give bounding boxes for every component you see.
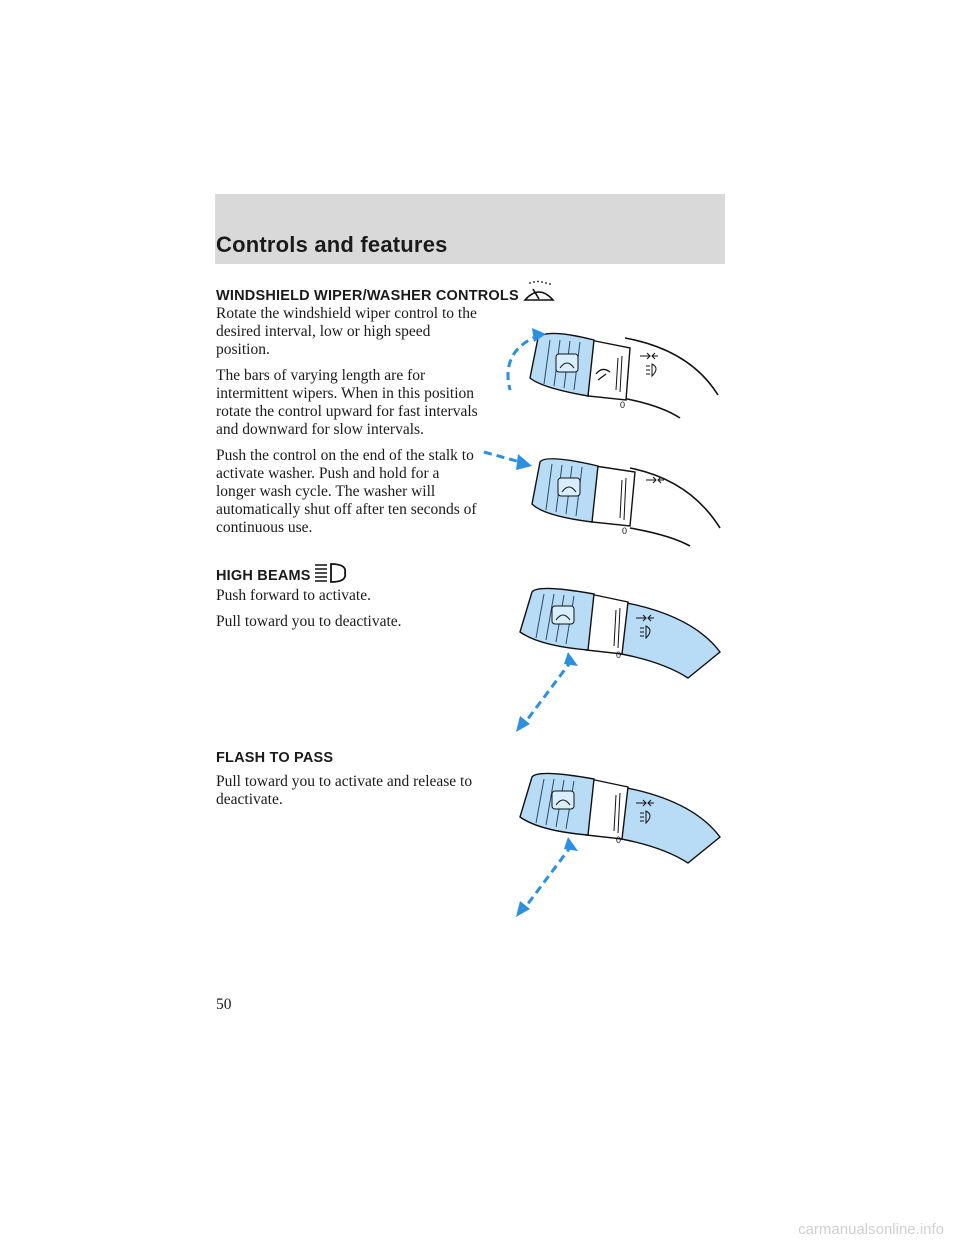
high-beams-heading: HIGH BEAMS bbox=[216, 562, 347, 584]
stalk-knob bbox=[529, 332, 595, 397]
high-beams-heading-text: HIGH BEAMS bbox=[216, 568, 311, 584]
high-beams-illustration: 0 bbox=[516, 587, 721, 732]
washer-push-illustration: 0 bbox=[483, 450, 721, 547]
stalk-wiper-ring: 0 bbox=[587, 339, 631, 410]
wiper-rotate-illustration: 0 bbox=[506, 328, 719, 419]
push-arrow-head bbox=[516, 454, 532, 470]
arrow-head-down bbox=[516, 716, 530, 732]
flash-to-pass-illustration: 0 bbox=[516, 772, 721, 917]
wiper-paragraph-1: Rotate the windshield wiper control to t… bbox=[216, 305, 477, 358]
flash-to-pass-heading-text: FLASH TO PASS bbox=[216, 750, 334, 766]
svg-text:0: 0 bbox=[616, 835, 621, 845]
flash-to-pass-heading: FLASH TO PASS bbox=[216, 750, 333, 766]
wiper-washer-heading: WINDSHIELD WIPER/WASHER CONTROLS bbox=[216, 280, 557, 304]
high-beam-icon bbox=[314, 563, 346, 583]
high-beams-paragraph-2: Pull toward you to deactivate. bbox=[216, 613, 402, 630]
svg-text:0: 0 bbox=[620, 400, 625, 410]
arrow-head-up bbox=[564, 837, 578, 851]
wiper-paragraph-2: The bars of varying length are for inter… bbox=[216, 367, 478, 438]
high-beams-paragraph-1: Push forward to activate. bbox=[216, 587, 371, 604]
svg-text:0: 0 bbox=[622, 526, 627, 536]
forward-back-arrow bbox=[522, 659, 574, 725]
wiper-paragraph-3: Push the control on the end of the stalk… bbox=[216, 447, 477, 536]
rotate-arrow-head bbox=[532, 328, 546, 342]
wiper-washer-heading-text: WINDSHIELD WIPER/WASHER CONTROLS bbox=[216, 288, 519, 304]
high-beam-symbol-on-stalk bbox=[640, 352, 658, 378]
watermark: carmanualsonline.info bbox=[798, 1221, 944, 1238]
flash-to-pass-paragraph-1: Pull toward you to activate and release … bbox=[216, 773, 473, 808]
windshield-wiper-icon bbox=[523, 280, 555, 301]
pull-arrow bbox=[522, 844, 574, 910]
section-title: Controls and features bbox=[216, 232, 448, 257]
arrow-head-up bbox=[564, 652, 578, 666]
page-number: 50 bbox=[216, 996, 232, 1013]
rotate-arrow bbox=[506, 333, 541, 391]
header-band bbox=[215, 194, 725, 264]
push-arrow bbox=[483, 450, 521, 464]
arrow-head-down bbox=[516, 901, 530, 917]
svg-text:0: 0 bbox=[616, 650, 621, 660]
